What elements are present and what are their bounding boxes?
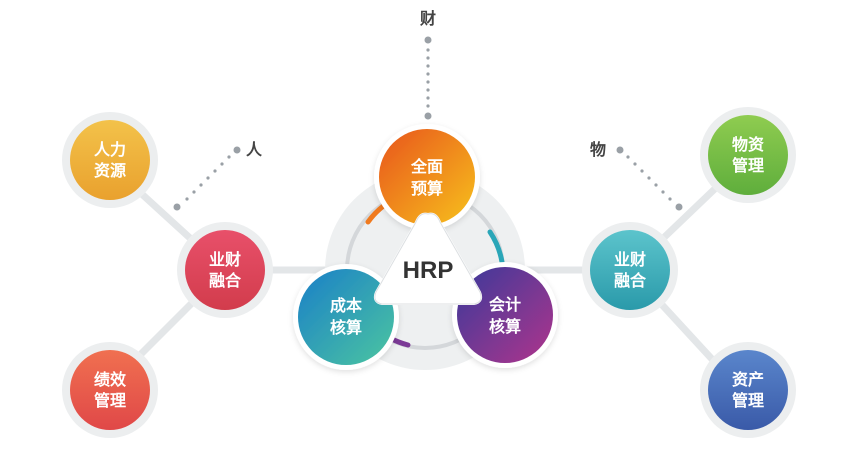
core-node-cost-line2: 核算 [330,318,362,337]
axis-label-finance: 财 [419,9,436,28]
right-node-integration-line1: 业财 [614,250,646,269]
left-node-integration [177,222,273,318]
left-node-performance-line2: 管理 [94,391,126,410]
core-node-budget-line2: 预算 [411,179,443,198]
left-node-hr-line1: 人力 [94,140,126,159]
core-node-budget-line1: 全面 [410,157,443,176]
axis-label-people: 人 [246,140,263,159]
center-triangle [373,212,483,305]
dotted-line-people [173,146,241,211]
dotted-line-finance [424,36,432,120]
core-node-cost [293,264,399,370]
right-node-supplies-line2: 管理 [732,156,764,175]
core-node-accounting-line2: 核算 [489,317,521,336]
core-node-cost-line1: 成本 [330,296,362,315]
right-node-integration-line2: 融合 [614,271,647,290]
left-node-hr [62,112,158,208]
left-node-integration-line1: 业财 [209,250,241,269]
right-node-assets-line1: 资产 [732,370,764,389]
right-node-assets [700,342,796,438]
core-node-accounting-line1: 会计 [489,295,521,314]
left-node-performance-line1: 绩效 [94,370,126,389]
left-node-performance [62,342,158,438]
center-label: HRP [403,257,454,284]
right-node-supplies [700,107,796,203]
ring-arc-teal [487,229,505,265]
axis-label-materials: 物 [590,140,606,159]
left-node-hr-line2: 资源 [94,161,126,180]
right-node-assets-line2: 管理 [732,391,764,410]
right-node-supplies-line1: 物资 [732,135,764,154]
core-node-budget [374,124,480,230]
left-node-integration-line2: 融合 [209,271,242,290]
right-node-integration [582,222,678,318]
dotted-line-materials [616,146,683,211]
dotted-lines [173,36,683,211]
